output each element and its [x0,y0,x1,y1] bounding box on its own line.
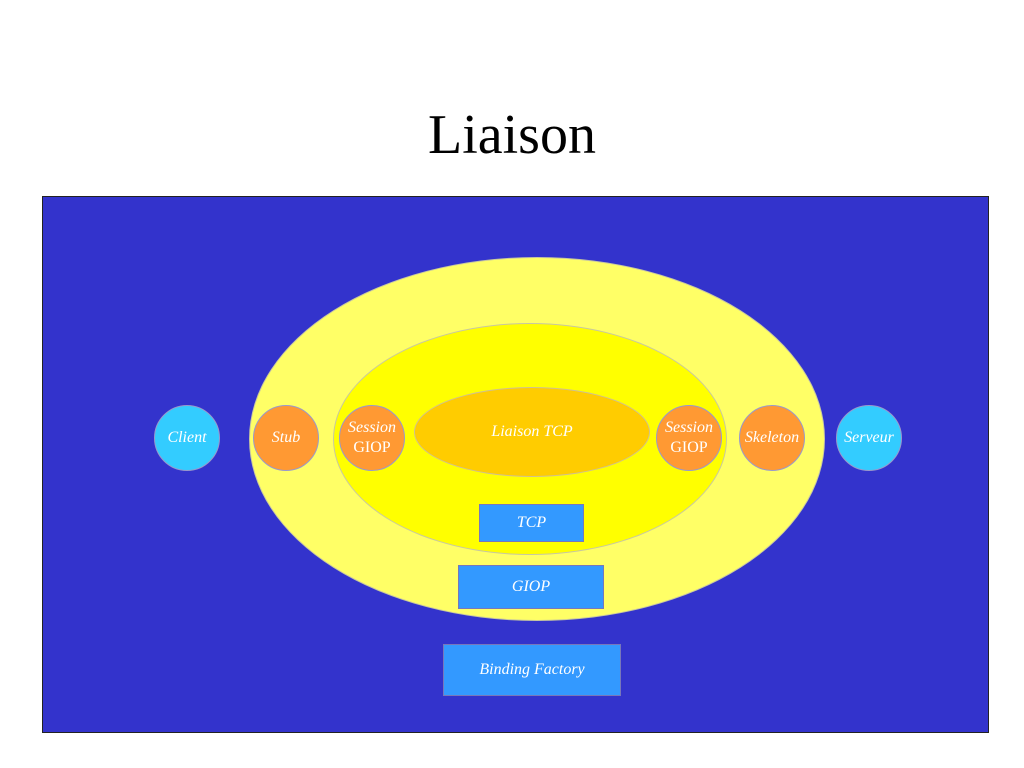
client-label: Client [167,429,207,446]
diagram-panel: Liaison TCP Client Stub Session GIOP Ses… [42,196,989,733]
stub-label: Stub [271,429,301,446]
serveur-node: Serveur [836,405,902,471]
giop-box: GIOP [458,565,604,609]
client-node: Client [154,405,220,471]
session-client-label-line2: GIOP [353,439,391,456]
stub-node: Stub [253,405,319,471]
liaison-tcp-label: Liaison TCP [491,423,573,440]
skeleton-node: Skeleton [739,405,805,471]
session-server-label-line1: Session [665,419,713,436]
session-giop-client-node: Session GIOP [339,405,405,471]
session-server-label-line2: GIOP [670,439,708,456]
slide-title: Liaison [428,104,596,166]
giop-label: GIOP [511,578,551,595]
tcp-box: TCP [479,504,584,542]
binding-factory-box: Binding Factory [443,644,621,696]
tcp-label: TCP [516,514,547,531]
serveur-label: Serveur [844,429,894,446]
skeleton-label: Skeleton [744,429,800,446]
session-giop-server-node: Session GIOP [656,405,722,471]
binding-factory-label: Binding Factory [479,661,585,678]
session-client-label-line1: Session [348,419,396,436]
liaison-tcp-ellipse: Liaison TCP [414,387,650,477]
